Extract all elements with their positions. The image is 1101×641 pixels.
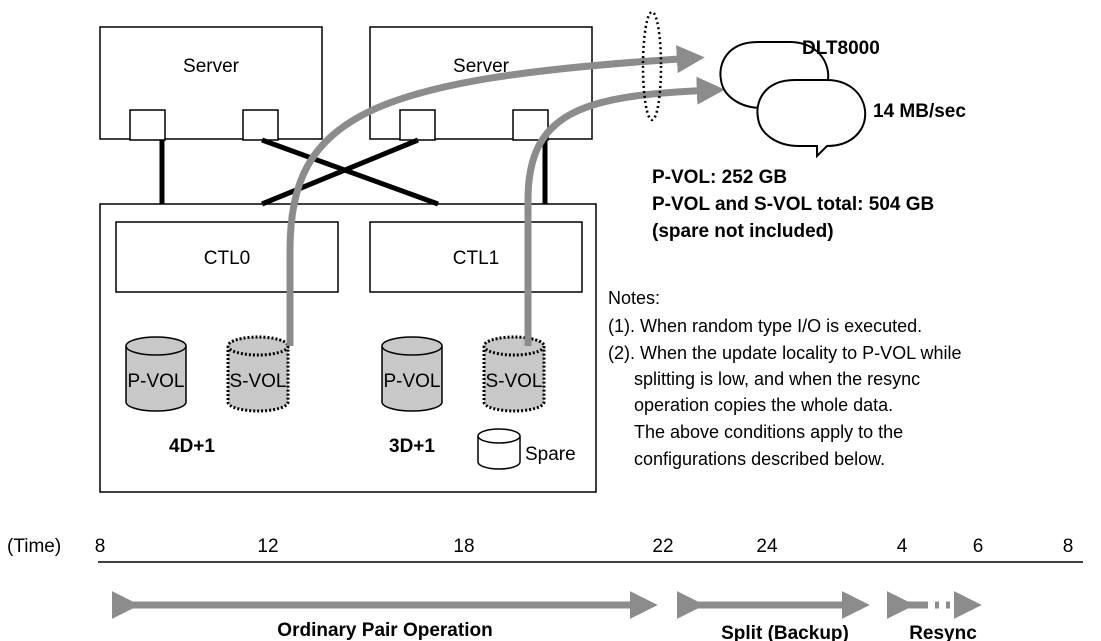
flow-arrow-1	[286, 45, 705, 346]
time-tick: 24	[756, 536, 778, 557]
server-2-port-a	[399, 109, 436, 141]
pvol-2-label: P-VOL	[383, 371, 440, 392]
pvol-2: P-VOL	[381, 336, 443, 412]
server-2-label: Server	[453, 56, 510, 77]
tape-speed: 14 MB/sec	[873, 101, 966, 122]
capacity-total: P-VOL and S-VOL total: 504 GB	[652, 194, 934, 215]
connection-lines	[159, 137, 548, 207]
timeline-label: (Time)	[7, 536, 61, 557]
spare-disk-icon	[477, 428, 521, 470]
time-tick: 6	[973, 536, 984, 557]
time-tick: 8	[95, 536, 106, 557]
phase-label-ordinary: Ordinary Pair Operation	[277, 620, 492, 641]
time-tick: 12	[257, 536, 278, 557]
ctl1-label: CTL1	[453, 248, 499, 269]
timeline: (Time) 8 12 18 22 24 4 6 8	[7, 536, 1083, 563]
note-line-6: configurations described below.	[634, 449, 885, 469]
svol-1: S-VOL	[226, 335, 290, 413]
spare-label: Spare	[525, 444, 576, 465]
tape-model: DLT8000	[802, 38, 880, 59]
notes-title: Notes:	[608, 288, 660, 308]
raid-label-2: 3D+1	[389, 436, 435, 457]
svol-2-label: S-VOL	[485, 371, 542, 392]
server-1: Server	[99, 26, 323, 141]
pvol-1-label: P-VOL	[127, 371, 184, 392]
controller-ctl0: CTL0	[115, 221, 339, 293]
path-bundle-marker	[641, 10, 663, 122]
note-line-1: (1). When random type I/O is executed.	[608, 316, 922, 336]
svol-1-label: S-VOL	[229, 371, 286, 392]
time-tick: 22	[652, 536, 673, 557]
server-1-label: Server	[183, 56, 240, 77]
note-line-3: splitting is low, and when the resync	[634, 369, 920, 389]
time-tick: 8	[1063, 536, 1074, 557]
server-1-port-a	[129, 109, 166, 141]
server-1-port-b	[242, 109, 279, 141]
time-tick: 4	[897, 536, 908, 557]
notes: Notes: (1). When random type I/O is exec…	[608, 288, 962, 469]
note-line-2: (2). When the update locality to P-VOL w…	[608, 343, 962, 363]
time-tick: 18	[453, 536, 474, 557]
svol-2: S-VOL	[482, 335, 546, 413]
backup-flow-arrows	[286, 45, 725, 346]
capacity-spare-note: (spare not included)	[652, 221, 834, 242]
note-line-4: operation copies the whole data.	[634, 395, 893, 415]
controller-ctl1: CTL1	[369, 221, 583, 293]
flow-arrow-2	[524, 76, 725, 346]
capacity-pvol: P-VOL: 252 GB	[652, 167, 787, 188]
pvol-1: P-VOL	[125, 336, 187, 412]
ctl0-label: CTL0	[204, 248, 250, 269]
phase-label-split: Split (Backup)	[721, 623, 849, 641]
raid-label-1: 4D+1	[169, 436, 215, 457]
note-line-5: The above conditions apply to the	[634, 422, 903, 442]
tape-drive-icon	[719, 41, 867, 159]
phase-label-resync: Resync	[909, 623, 977, 641]
